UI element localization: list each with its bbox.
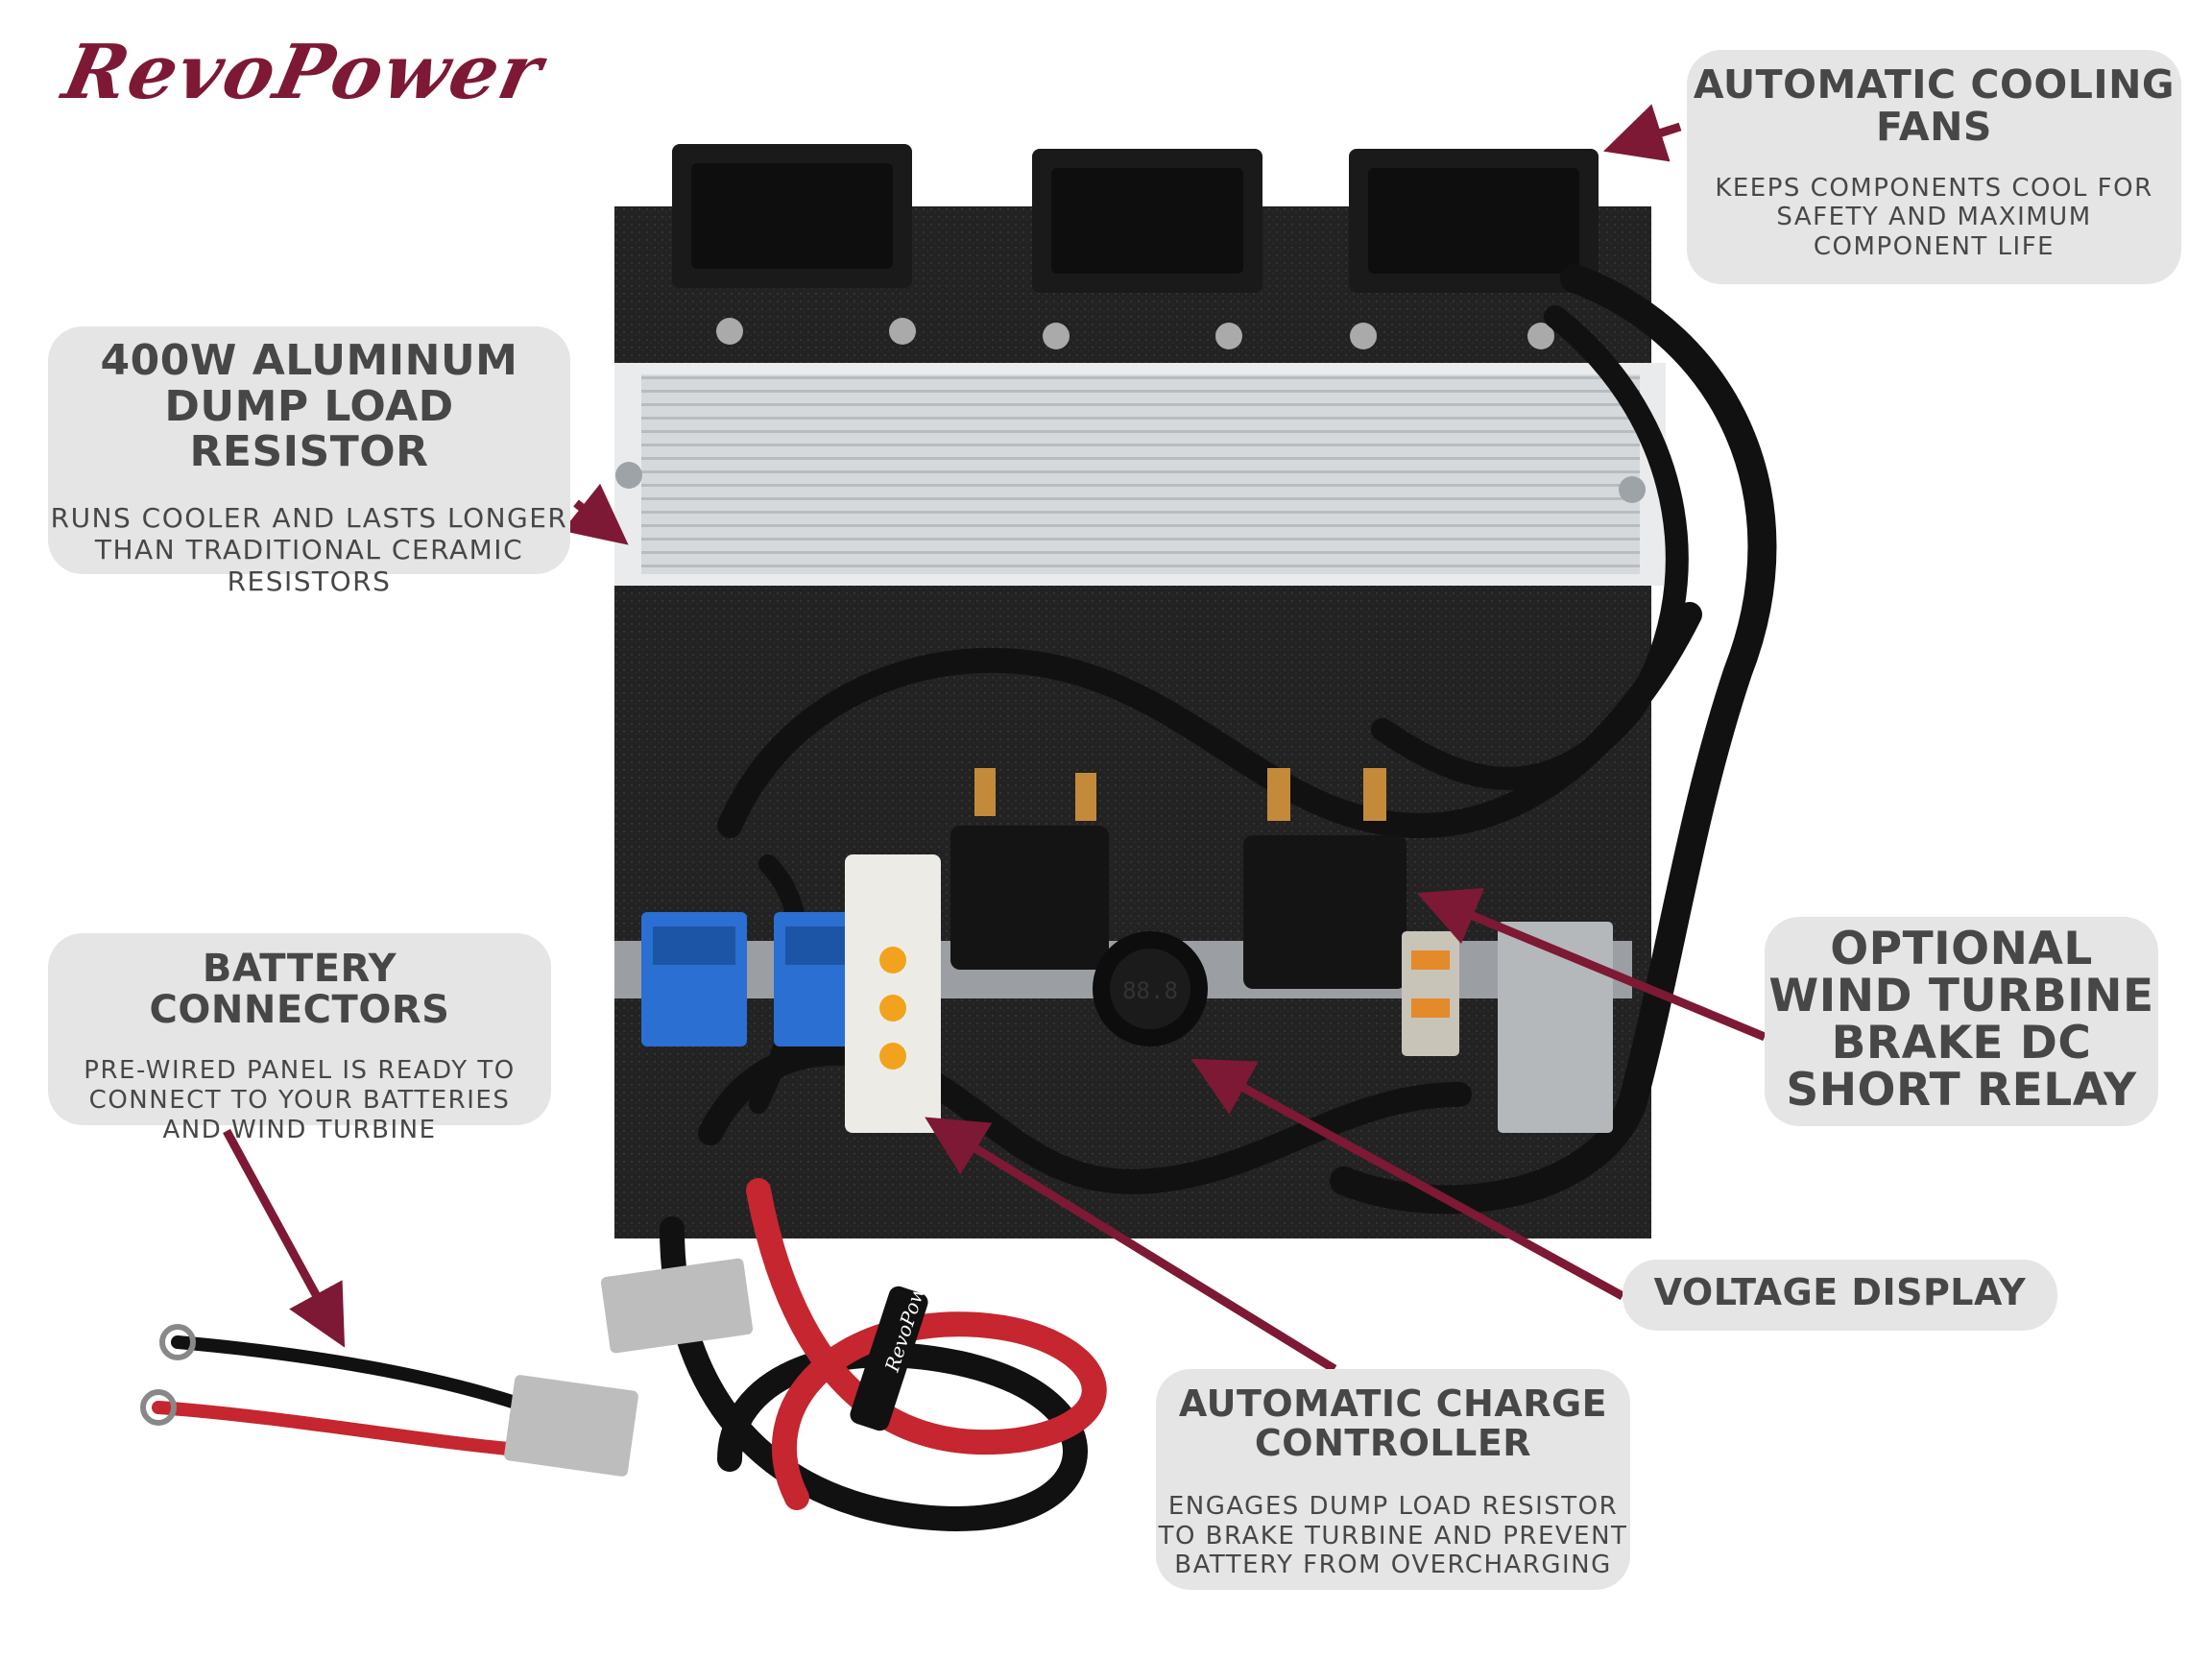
callout-title: VOLTAGE DISPLAY: [1653, 1271, 2027, 1313]
arrow-voltage: [1190, 1058, 1625, 1300]
revopower-logo: RevoPower: [56, 29, 551, 116]
callout-title: OPTIONAL WIND TURBINE BRAKE DC SHORT REL…: [1768, 923, 2154, 1117]
arrow-resistor: [562, 483, 629, 545]
fan-right: [1349, 149, 1599, 349]
fan-left: [672, 144, 916, 345]
callout-charge-controller: AUTOMATIC CHARGE CONTROLLER ENGAGES DUMP…: [1156, 1369, 1630, 1590]
arrow-fans: [1602, 104, 1682, 162]
battery-cable: [140, 1324, 638, 1477]
callout-dump-load-resistor: 400W ALUMINUM DUMP LOAD RESISTOR RUNS CO…: [48, 326, 570, 597]
callout-title: AUTOMATIC COOLING FANS: [1693, 61, 2176, 151]
arrow-relay: [1416, 887, 1767, 1042]
callout-cooling-fans: AUTOMATIC COOLING FANS KEEPS COMPONENTS …: [1687, 50, 2181, 284]
callout-arrows: [223, 104, 1767, 1373]
arrow-charge: [925, 1117, 1337, 1373]
callout-description: KEEPS COMPONENTS COOL FOR SAFETY AND MAX…: [1715, 173, 2153, 261]
cooling-fans: [672, 144, 1599, 349]
callout-title: BATTERY CONNECTORS: [149, 947, 450, 1033]
callout-title: 400W ALUMINUM DUMP LOAD RESISTOR: [100, 336, 518, 477]
callout-short-relay: OPTIONAL WIND TURBINE BRAKE DC SHORT REL…: [1765, 917, 2158, 1126]
callout-title: AUTOMATIC CHARGE CONTROLLER: [1178, 1382, 1608, 1465]
voltmeter-readout: 88.8: [1122, 977, 1178, 1004]
voltmeter: 88.8: [1093, 931, 1208, 1046]
callout-description: PRE-WIRED PANEL IS READY TO CONNECT TO Y…: [84, 1056, 516, 1144]
fan-center: [1032, 149, 1262, 349]
arrow-battery: [223, 1128, 346, 1348]
dump-load-resistor: [614, 363, 1666, 586]
callout-voltage-display: VOLTAGE DISPLAY: [1623, 1260, 2057, 1331]
relays: [950, 768, 1407, 989]
charge-controller-unit: [845, 854, 941, 1133]
lever-connectors: [1402, 931, 1459, 1056]
turbine-cable: RevoPower: [600, 1178, 1107, 1531]
callout-description: ENGAGES DUMP LOAD RESISTOR TO BRAKE TURB…: [1158, 1492, 1628, 1580]
callout-description: RUNS COOLER AND LASTS LONGER THAN TRADIT…: [50, 501, 568, 597]
callout-battery-connectors: BATTERY CONNECTORS PRE-WIRED PANEL IS RE…: [48, 933, 551, 1144]
bus-bar: [1498, 922, 1613, 1133]
